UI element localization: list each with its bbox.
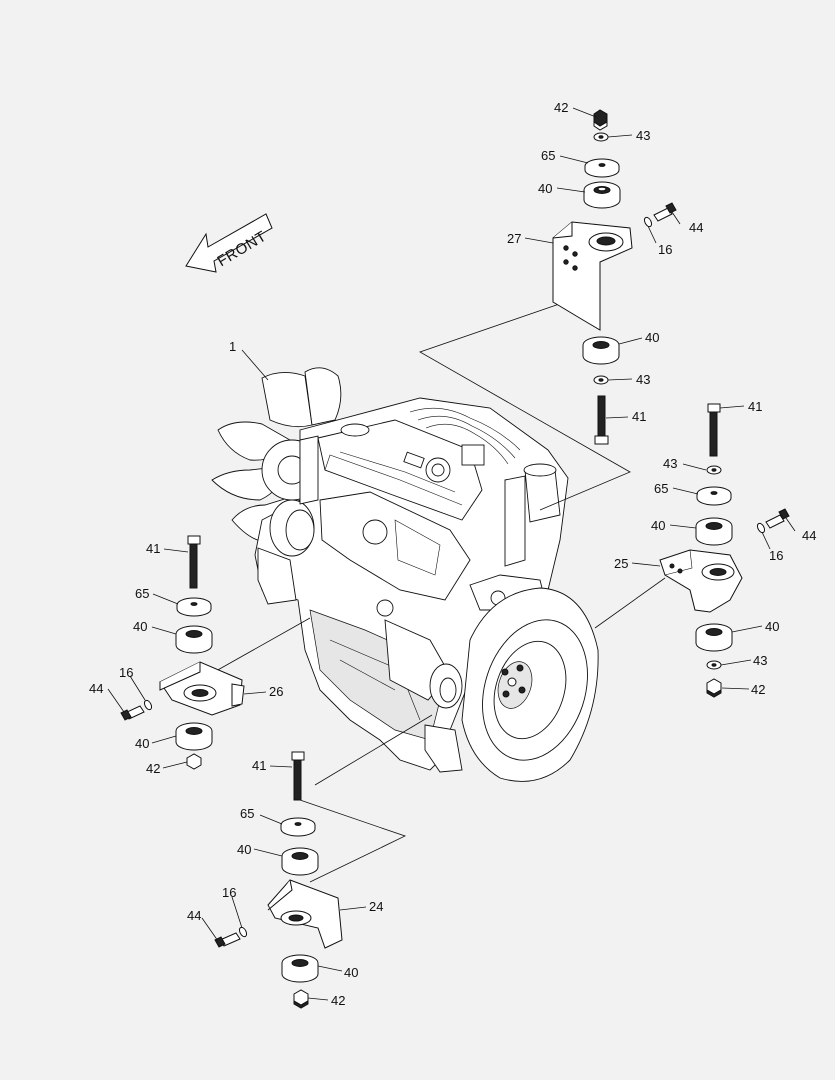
rubber-mount-40-lower [582, 336, 620, 365]
label-40: 40 [765, 619, 779, 634]
label-16: 16 [119, 665, 133, 680]
rubber-mount-40-mid-top [695, 517, 733, 546]
bolt-41-upper [594, 395, 609, 445]
label-24: 24 [369, 899, 383, 914]
label-40: 40 [344, 965, 358, 980]
mount-stack-rear-lower [659, 403, 790, 698]
label-43: 43 [753, 653, 767, 668]
label-43: 43 [636, 372, 650, 387]
label-44: 44 [802, 528, 816, 543]
nut-42-bottom [293, 989, 309, 1009]
leader-lines [107, 107, 796, 1001]
label-26: 26 [269, 684, 283, 699]
bracket-26 [159, 661, 245, 716]
rubber-mount-40-left-top [175, 625, 213, 654]
label-27: 27 [507, 231, 521, 246]
washer-plate-65-left [176, 597, 212, 617]
label-41: 41 [252, 758, 266, 773]
part-labels: 1 42 43 65 40 44 16 27 40 43 41 41 43 65… [89, 100, 816, 1008]
label-44: 44 [89, 681, 103, 696]
cooling-fan [211, 367, 342, 543]
front-arrow: FRONT [185, 213, 273, 273]
label-40: 40 [135, 736, 149, 751]
label-41: 41 [632, 409, 646, 424]
label-65: 65 [135, 586, 149, 601]
label-44: 44 [689, 220, 703, 235]
bolt-44-mid [756, 508, 790, 534]
bracket-24 [267, 879, 343, 949]
engine-assembly [211, 367, 599, 782]
bolt-41-bottom [291, 751, 305, 801]
bolt-44-bottom [214, 926, 248, 948]
mount-stack-rear-upper [552, 109, 677, 445]
label-42: 42 [146, 761, 160, 776]
label-1: 1 [229, 339, 236, 354]
nut-42-mid [706, 678, 722, 698]
rubber-mount-40-bottom-top [281, 847, 319, 876]
nut-42-left [186, 753, 202, 770]
washer-plate-65-bottom [280, 817, 316, 837]
rubber-mount-40-left-lower [175, 722, 213, 751]
label-16: 16 [658, 242, 672, 257]
washer-plate-65 [584, 158, 620, 178]
label-42: 42 [554, 100, 568, 115]
label-40: 40 [651, 518, 665, 533]
bolt-44-left [120, 699, 153, 721]
rubber-mount-40-mid-lower [695, 623, 733, 652]
label-42: 42 [751, 682, 765, 697]
label-40: 40 [538, 181, 552, 196]
mount-stack-front-bottom [214, 751, 343, 1009]
rubber-mount-40-top [583, 181, 621, 209]
rubber-mount-40-bottom-lower [281, 954, 319, 983]
label-16: 16 [769, 548, 783, 563]
bolt-44-upper [643, 202, 677, 228]
label-40: 40 [645, 330, 659, 345]
label-42: 42 [331, 993, 345, 1008]
label-16: 16 [222, 885, 236, 900]
washer-plate-65-mid [696, 486, 732, 506]
label-25: 25 [614, 556, 628, 571]
label-40: 40 [133, 619, 147, 634]
label-43: 43 [636, 128, 650, 143]
flywheel-housing [461, 587, 599, 782]
bolt-41-left [187, 535, 201, 589]
mount-stack-front-left [120, 535, 245, 770]
label-65: 65 [541, 148, 555, 163]
label-43: 43 [663, 456, 677, 471]
label-40: 40 [237, 842, 251, 857]
label-44: 44 [187, 908, 201, 923]
bolt-41-mid [707, 403, 721, 457]
bracket-27 [552, 221, 633, 331]
label-65: 65 [240, 806, 254, 821]
nut-42 [593, 109, 608, 131]
label-41: 41 [146, 541, 160, 556]
bracket-25 [659, 549, 743, 613]
label-65: 65 [654, 481, 668, 496]
label-41: 41 [748, 399, 762, 414]
